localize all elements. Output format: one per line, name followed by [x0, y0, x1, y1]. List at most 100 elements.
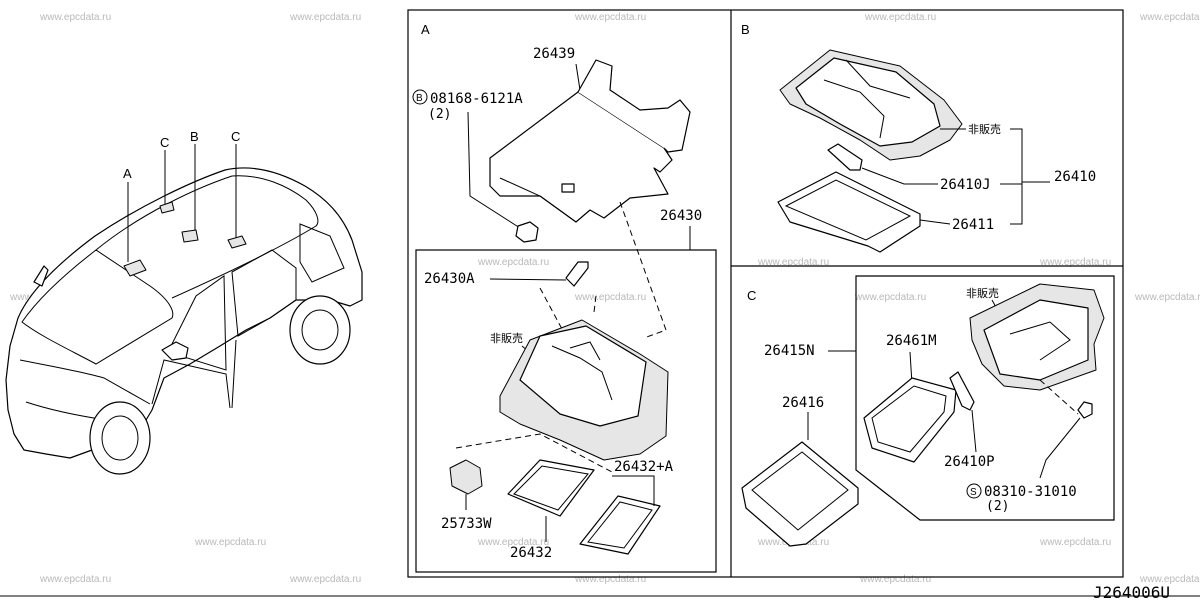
section-c-assembly-box [855, 275, 1115, 521]
rear-wheel [289, 295, 351, 365]
screw-part-number: 08310-31010 [984, 484, 1077, 500]
door-line [231, 339, 237, 409]
lens-part-inner [513, 465, 589, 511]
lens-part-a-inner [587, 501, 653, 549]
side-window-front [167, 275, 227, 371]
lamp-location-a [123, 259, 147, 277]
assembly-part-number: 26410 [1054, 169, 1096, 185]
watermark: www.epcdata.ru [477, 257, 549, 268]
not-sold-label: 非販売 [490, 332, 523, 345]
lamp-assembly-box [415, 249, 717, 573]
watermark: www.epcdata.ru [1134, 292, 1200, 303]
bracket-part-number: 26439 [533, 46, 575, 62]
lamp-housing-inner [519, 325, 647, 427]
section-c: C 26415N 26461M 非販売 26410P S 08310-31010… [741, 283, 1105, 547]
screw-quantity: (2) [986, 499, 1009, 514]
watermark: www.epcdata.ru [574, 292, 646, 303]
lens-part-number: 26411 [952, 217, 994, 233]
lens-a-part-number: 26432+A [614, 459, 674, 475]
screw-symbol-circle [966, 483, 982, 499]
watermark: www.epcdata.ru [477, 537, 549, 548]
housing-detail [551, 345, 613, 401]
bracket-clip [561, 183, 575, 193]
bolt-symbol-circle [412, 89, 428, 105]
lamp-location-c-rear [227, 235, 247, 249]
bracket-detail [499, 177, 577, 223]
door-line [151, 359, 231, 409]
diagram-code: J264006U [1093, 583, 1170, 600]
watermark: www.epcdata.ru [194, 537, 266, 548]
side-mirror [161, 341, 189, 361]
watermark: www.epcdata.ru [574, 574, 646, 585]
switch-part-number: 25733W [441, 516, 492, 532]
callout-c-front: C [160, 135, 169, 150]
watermark: www.epcdata.ru [39, 12, 111, 23]
section-a-title: A [421, 22, 430, 37]
section-b-title: B [741, 22, 750, 37]
room-lamp [741, 441, 859, 547]
bolt-leader [467, 111, 521, 229]
lens-a-leader [612, 475, 655, 506]
callout-c-rear: C [231, 129, 240, 144]
bulb-dash [593, 295, 597, 313]
map-lamp-detail [823, 79, 885, 139]
assembly-part-number: 26415N [764, 343, 815, 359]
bulb-part-number: 26410P [944, 454, 995, 470]
not-sold-label: 非販売 [968, 123, 1001, 136]
bulb-icon [565, 261, 589, 287]
map-lamp-inner [795, 57, 941, 147]
screw-dash [1039, 379, 1079, 415]
watermark: www.epcdata.ru [1039, 257, 1111, 268]
room-lamp-lens [863, 377, 957, 463]
vehicle-overview: A C B C [5, 129, 363, 475]
callout-b: B [190, 129, 199, 144]
watermark: www.epcdata.ru [289, 574, 361, 585]
room-lamp-lens-inner [871, 385, 947, 453]
lamp-assembly-part-number: 26430 [660, 208, 702, 224]
bulb-part-number: 26430A [424, 271, 475, 287]
bolt-symbol: B [416, 93, 423, 104]
watermark: www.epcdata.ru [859, 574, 931, 585]
bulb-leader [971, 409, 977, 453]
watermark: www.epcdata.ru [574, 12, 646, 23]
not-sold-label: 非販売 [966, 287, 999, 300]
watermark: www.epcdata.ru [864, 12, 936, 23]
rear-quarter-window [299, 223, 345, 283]
screw-symbol: S [970, 487, 977, 498]
bolt-part-number: 08168-6121A [430, 91, 523, 107]
screw-icon [1077, 401, 1093, 419]
lens-part [507, 459, 595, 517]
room-lamp-bulb [949, 371, 975, 411]
bracket-arm [577, 59, 691, 153]
section-c-title: C [747, 288, 756, 303]
housing-detail [569, 341, 601, 361]
vehicle-body [5, 167, 363, 459]
group-bracket [1010, 128, 1023, 225]
bracket-dash [619, 201, 667, 339]
room-lamp-housing-inner [983, 299, 1089, 381]
watermark: www.epcdata.ru [1039, 537, 1111, 548]
lamp-part-number: 26416 [782, 395, 824, 411]
bulb-leader [861, 167, 938, 185]
lens-leader [919, 219, 951, 225]
rear-wheel-rim [301, 309, 339, 351]
lens-part-number: 26461M [886, 333, 937, 349]
section-a: A B 08168-6121A (2) 26439 26430 26430A 非… [412, 22, 702, 561]
side-window-rear [231, 249, 297, 337]
antenna-mirror [33, 265, 49, 287]
lamp-location-b [181, 229, 199, 243]
housing-detail [1009, 321, 1071, 361]
bolt-icon [515, 221, 539, 243]
room-lamp-inner [751, 451, 849, 531]
hood-line [19, 359, 151, 405]
map-lamp-bulb [827, 143, 863, 171]
lamp-location-c-front [159, 201, 175, 214]
section-b: B 非販売 26410 26410J 26411 [741, 22, 1096, 253]
callout-a: A [123, 166, 132, 181]
switch-dash [455, 433, 613, 473]
watermark: www.epcdata.ru [757, 257, 829, 268]
front-wheel [89, 401, 151, 475]
bolt-quantity: (2) [428, 107, 451, 122]
switch-icon [449, 459, 483, 495]
lens-part-number: 26432 [510, 545, 552, 561]
